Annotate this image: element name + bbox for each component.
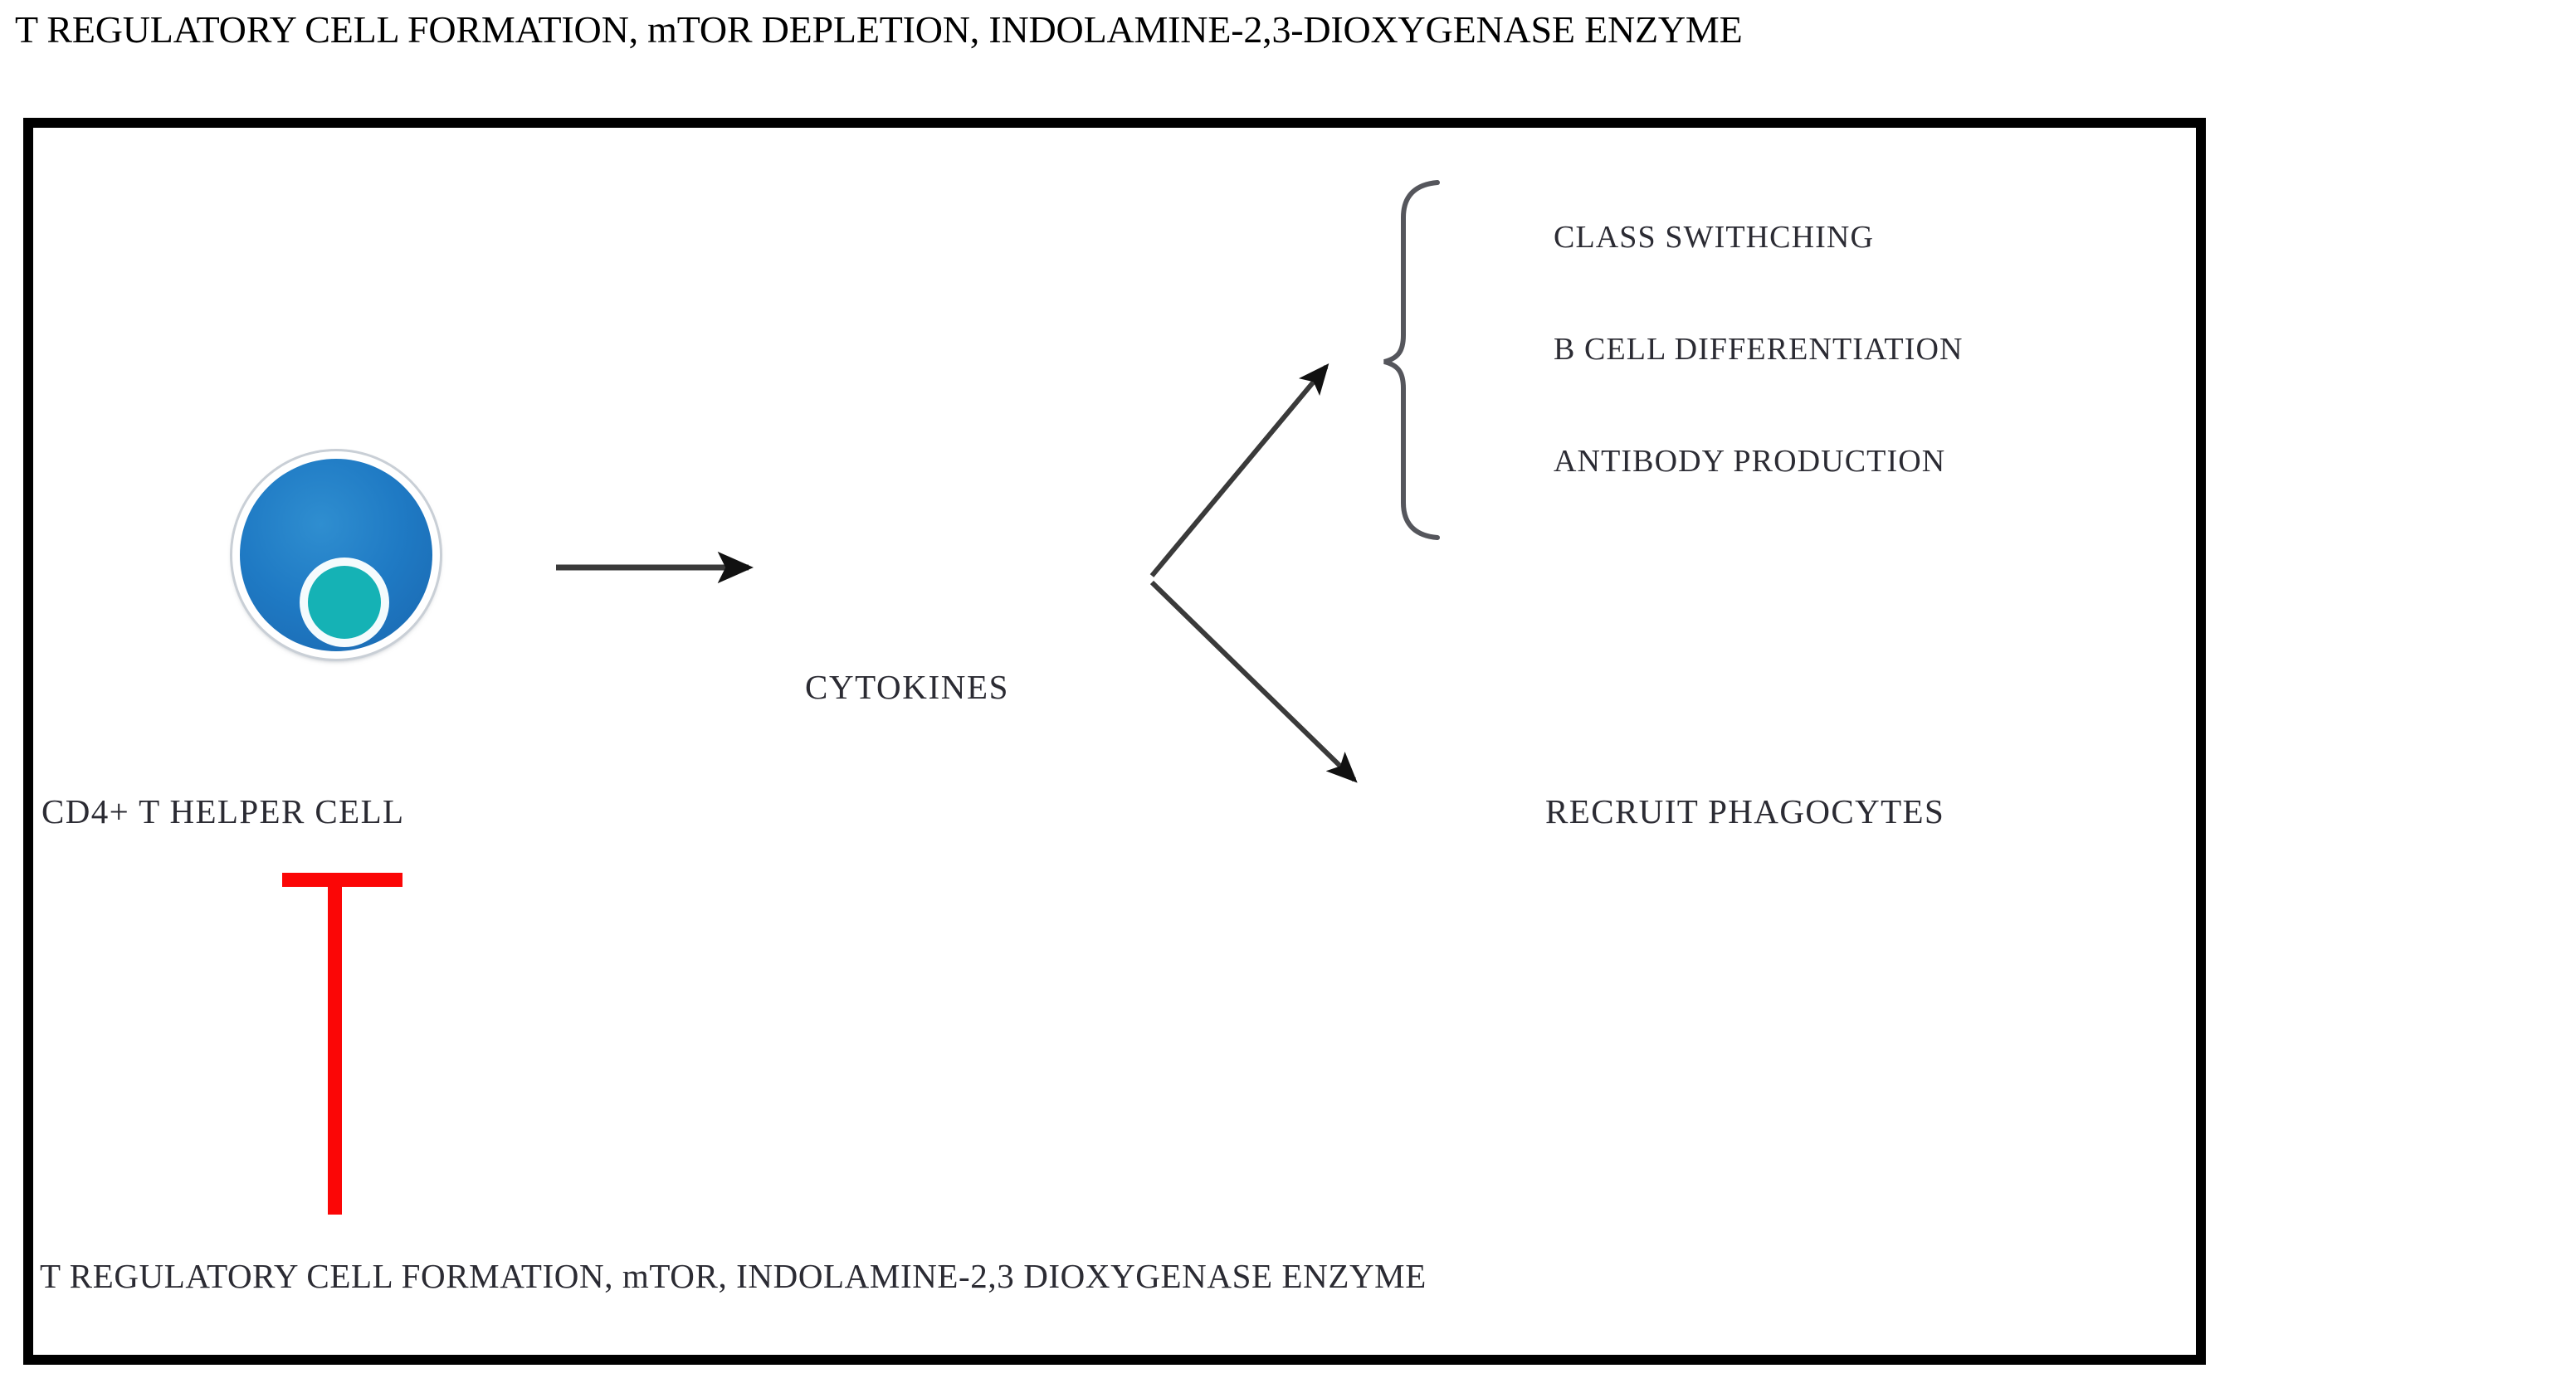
cell-nucleus	[308, 566, 381, 639]
page-title: T REGULATORY CELL FORMATION, mTOR DEPLET…	[15, 8, 1743, 51]
arrow-cytokines-to-bcell-group	[1149, 363, 1329, 577]
diagram-canvas: CD4+ T HELPER CELL CYTOKINES CLASS SWITH…	[33, 128, 2196, 1355]
cd4-t-helper-cell-illustration	[232, 451, 440, 659]
diagram-frame: CD4+ T HELPER CELL CYTOKINES CLASS SWITH…	[23, 118, 2206, 1365]
label-b-cell-differentiation: B CELL DIFFERENTIATION	[1554, 332, 1964, 367]
label-inhibition-caption: T REGULATORY CELL FORMATION, mTOR, INDOL…	[40, 1257, 1427, 1295]
arrow-cytokines-to-phagocytes	[1149, 580, 1358, 783]
label-antibody-production: ANTIBODY PRODUCTION	[1554, 444, 1946, 479]
curly-brace-icon	[1383, 180, 1440, 540]
inhibition-tbar-stem	[328, 873, 342, 1215]
label-recruit-phagocytes: RECRUIT PHAGOCYTES	[1545, 792, 1945, 830]
connector-overlay	[556, 180, 1440, 783]
label-cytokines: CYTOKINES	[805, 668, 1009, 706]
inhibition-tbar-crossbar	[282, 873, 402, 887]
label-class-switching: CLASS SWITHCHING	[1554, 220, 1875, 255]
label-cd4-t-helper-cell: CD4+ T HELPER CELL	[41, 792, 405, 830]
